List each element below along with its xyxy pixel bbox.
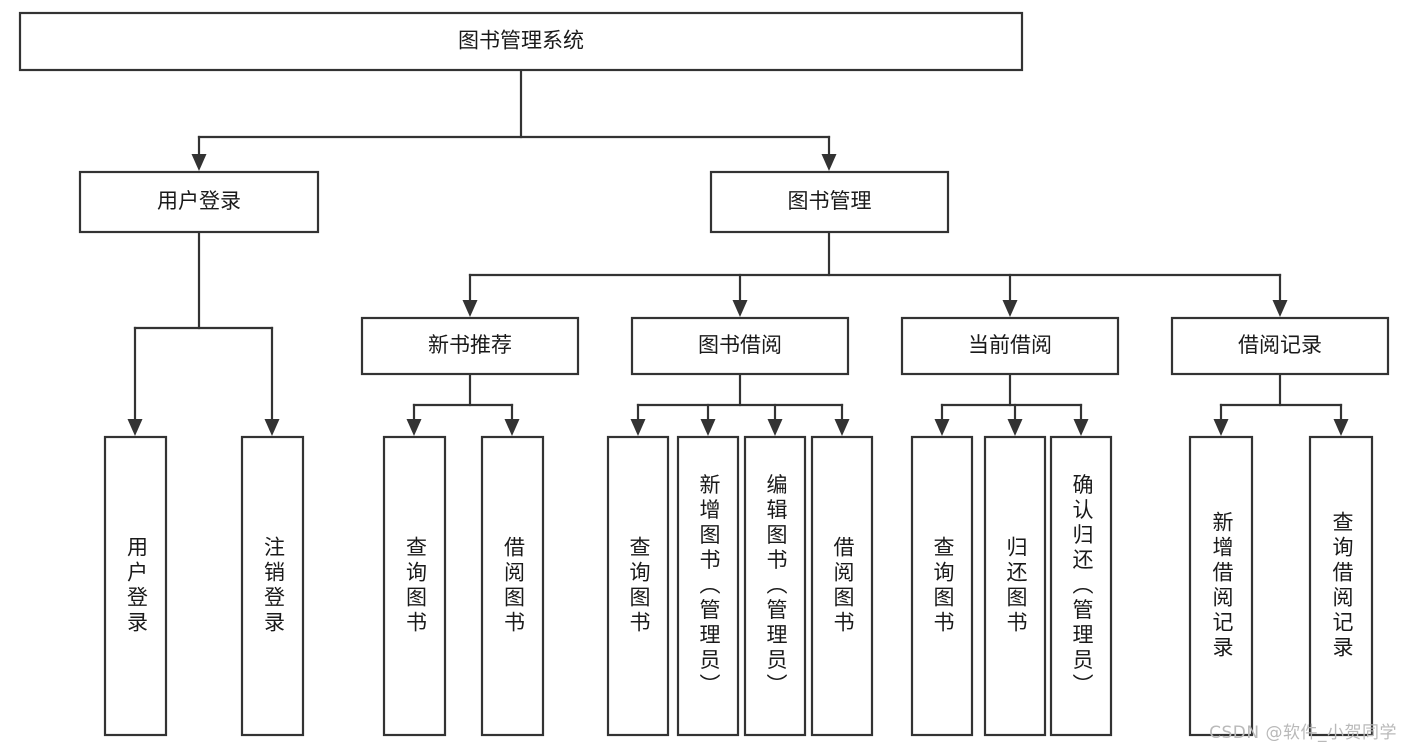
node-box — [606, 435, 670, 737]
arrow-drop-l9 — [934, 403, 950, 436]
node-box — [103, 435, 168, 737]
node-label: 归还图书 — [1004, 536, 1028, 636]
connector-rail-login — [133, 230, 274, 330]
node-label: 编辑图书（管理员） — [764, 474, 788, 699]
node-leaf-user-login[interactable]: 用户登录 — [103, 435, 168, 737]
arrow-drop-l6 — [700, 403, 716, 436]
node-leaf-cur-return[interactable]: 归还图书 — [983, 435, 1047, 737]
arrow-drop-l12 — [1213, 403, 1229, 436]
node-label: 借阅记录 — [1238, 333, 1322, 357]
node-box — [1308, 435, 1374, 737]
node-borrow[interactable]: 图书借阅 — [630, 316, 850, 376]
node-leaf-bor-add[interactable]: 新增图书（管理员） — [676, 435, 740, 737]
node-box — [810, 435, 874, 737]
node-box — [910, 435, 974, 737]
node-leaf-user-logout[interactable]: 注销登录 — [240, 435, 305, 737]
node-leaf-bor-take[interactable]: 借阅图书 — [810, 435, 874, 737]
node-label: 用户登录 — [157, 189, 241, 213]
node-label: 新增图书（管理员） — [697, 474, 721, 699]
node-login[interactable]: 用户登录 — [78, 170, 320, 234]
node-leaf-cur-confirm[interactable]: 确认归还（管理员） — [1049, 435, 1113, 737]
node-box — [1188, 435, 1254, 737]
arrow-drop-borrow — [732, 273, 748, 317]
node-box — [900, 316, 1120, 376]
node-box — [360, 316, 580, 376]
node-bookmgmt[interactable]: 图书管理 — [709, 170, 950, 234]
connector-rail-current — [940, 372, 1083, 407]
node-label: 图书管理系统 — [458, 29, 584, 53]
connector-rail-newbook — [412, 372, 514, 407]
node-label: 新书推荐 — [428, 333, 512, 357]
node-root[interactable]: 图书管理系统 — [18, 11, 1024, 72]
arrow-drop-l10 — [1007, 403, 1023, 436]
node-label: 确认归还（管理员） — [1070, 474, 1094, 699]
arrow-drop-l7 — [767, 403, 783, 436]
node-box — [1049, 435, 1113, 737]
arrow-drop-l3 — [406, 403, 422, 436]
node-box — [743, 435, 807, 737]
node-newbook[interactable]: 新书推荐 — [360, 316, 580, 376]
arrow-drop-bookmgmt — [821, 135, 837, 171]
node-label: 当前借阅 — [968, 333, 1052, 357]
arrow-drop-current — [1002, 273, 1018, 317]
node-leaf-bor-query[interactable]: 查询图书 — [606, 435, 670, 737]
arrow-drop-l4 — [504, 403, 520, 436]
node-label: 图书管理 — [788, 189, 872, 213]
node-label: 图书借阅 — [698, 333, 782, 357]
node-label: 查询图书 — [627, 536, 651, 636]
arrow-drop-l13 — [1333, 403, 1349, 436]
connector-rail-records — [1219, 372, 1343, 407]
node-box — [240, 435, 305, 737]
node-box — [78, 170, 320, 234]
node-leaf-rec-query[interactable]: 查询借阅记录 — [1308, 435, 1374, 737]
node-label: 借阅图书 — [502, 536, 526, 636]
node-leaf-bor-edit[interactable]: 编辑图书（管理员） — [743, 435, 807, 737]
arrow-drop-l2 — [264, 326, 280, 436]
connector-rail-bookmgmt — [468, 230, 1282, 277]
node-box — [1170, 316, 1390, 376]
node-layer: 图书管理系统用户登录图书管理新书推荐图书借阅当前借阅借阅记录用户登录注销登录查询… — [18, 11, 1390, 737]
node-box — [676, 435, 740, 737]
arrow-drop-login — [191, 135, 207, 171]
arrow-drop-l8 — [834, 403, 850, 436]
connector-rail-root — [197, 68, 831, 139]
node-box — [983, 435, 1047, 737]
connector-rail-borrow — [636, 372, 844, 407]
node-leaf-rec-add[interactable]: 新增借阅记录 — [1188, 435, 1254, 737]
node-leaf-cur-query[interactable]: 查询图书 — [910, 435, 974, 737]
node-box — [709, 170, 950, 234]
node-records[interactable]: 借阅记录 — [1170, 316, 1390, 376]
node-leaf-new-borrow[interactable]: 借阅图书 — [480, 435, 545, 737]
node-label: 用户登录 — [125, 536, 149, 636]
node-label: 查询借阅记录 — [1330, 511, 1354, 661]
node-box — [18, 11, 1024, 72]
node-label: 查询图书 — [404, 536, 428, 636]
node-label: 查询图书 — [931, 536, 955, 636]
arrow-drop-l5 — [630, 403, 646, 436]
node-leaf-new-query[interactable]: 查询图书 — [382, 435, 447, 737]
arrow-drop-l11 — [1073, 403, 1089, 436]
arrow-drop-l1 — [127, 326, 143, 436]
node-current[interactable]: 当前借阅 — [900, 316, 1120, 376]
node-label: 新增借阅记录 — [1210, 511, 1234, 661]
arrow-drop-newbook — [462, 273, 478, 317]
node-box — [480, 435, 545, 737]
node-label: 借阅图书 — [831, 536, 855, 636]
arrow-drop-records — [1272, 273, 1288, 317]
node-box — [382, 435, 447, 737]
node-box — [630, 316, 850, 376]
node-label: 注销登录 — [262, 536, 286, 636]
edge-layer — [127, 68, 1349, 436]
watermark: CSDN @软件_小贺同学 — [1209, 723, 1397, 743]
